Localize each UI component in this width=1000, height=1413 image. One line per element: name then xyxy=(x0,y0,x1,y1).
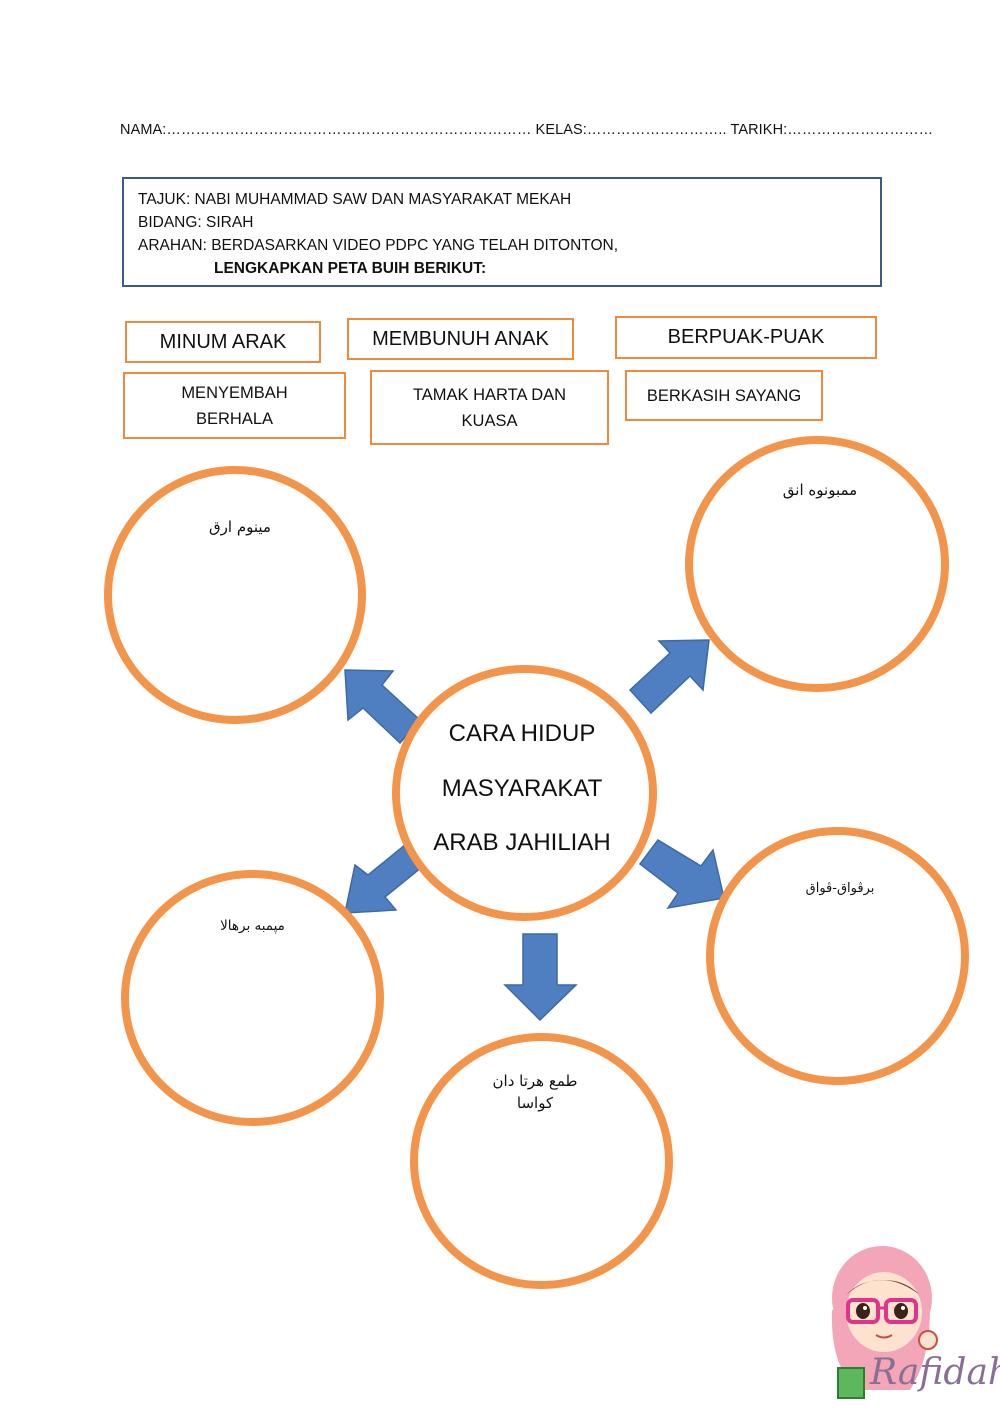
word-membunuh-anak[interactable]: MEMBUNUH ANAK xyxy=(347,318,574,360)
bubble-mid-right-text: برڤواق-ڤواق xyxy=(805,881,875,896)
bubble-bottom-text: طمع هرتا دان کواسا xyxy=(492,1072,578,1112)
instruction-bold: LENGKAPKAN PETA BUIH BERIKUT: xyxy=(214,260,487,277)
student-info-line: NAMA:………………………………………………………………… KELAS:………… xyxy=(120,122,934,138)
bubble-top-left[interactable] xyxy=(104,466,366,724)
title-tajuk: TAJUK: NABI MUHAMMAD SAW DAN MASYARAKAT … xyxy=(138,191,572,208)
word-label-line2: KUASA xyxy=(461,411,518,430)
instruction-arahan: ARAHAN: BERDASARKAN VIDEO PDPC YANG TELA… xyxy=(138,237,619,254)
word-minum-arak[interactable]: MINUM ARAK xyxy=(125,321,321,363)
bubble-bottom-left-text: مپمبه برهالا xyxy=(220,918,285,934)
field-bidang: BIDANG: SIRAH xyxy=(138,214,254,231)
instructions-box: TAJUK: NABI MUHAMMAD SAW DAN MASYARAKAT … xyxy=(122,177,882,287)
center-line-1: CARA HIDUP xyxy=(448,720,596,747)
word-tamak-harta[interactable]: TAMAK HARTA DAN KUASA xyxy=(370,370,609,445)
bubble-bottom[interactable] xyxy=(410,1033,673,1289)
bubble-top-right[interactable] xyxy=(685,436,949,692)
arrow-bottom-left xyxy=(344,843,424,914)
word-berpuak-puak[interactable]: BERPUAK-PUAK xyxy=(615,316,877,359)
word-label: BERPUAK-PUAK xyxy=(667,326,825,348)
word-label: BERKASIH SAYANG xyxy=(646,386,802,405)
arrow-top-right xyxy=(628,639,710,715)
arrow-top-left xyxy=(344,669,422,745)
arrow-down xyxy=(503,933,578,1022)
word-berkasih-sayang[interactable]: BERKASIH SAYANG xyxy=(625,370,823,421)
word-label-line2: BERHALA xyxy=(195,409,274,428)
word-label: MINUM ARAK xyxy=(159,330,287,353)
mascot-girl-illustration xyxy=(831,1246,938,1399)
word-label-line1: MENYEMBAH xyxy=(181,383,288,402)
center-bubble xyxy=(392,665,657,921)
word-label: MEMBUNUH ANAK xyxy=(372,327,549,350)
bubble-mid-right[interactable] xyxy=(706,827,969,1085)
bubble-top-right-text: ممبونوه انق xyxy=(782,481,858,499)
center-line-3: ARAB JAHILIAH xyxy=(433,829,611,856)
bubble-bottom-left[interactable] xyxy=(121,870,384,1126)
word-label-line1: TAMAK HARTA DAN xyxy=(412,385,567,404)
word-menyembah-berhala[interactable]: MENYEMBAH BERHALA xyxy=(123,372,346,439)
signature-text: Rafidah xyxy=(870,1352,1000,1393)
center-line-2: MASYARAKAT xyxy=(441,775,603,802)
arrow-bottom-right xyxy=(638,839,725,910)
bubble-top-left-text: مينوم ارق xyxy=(209,518,271,536)
